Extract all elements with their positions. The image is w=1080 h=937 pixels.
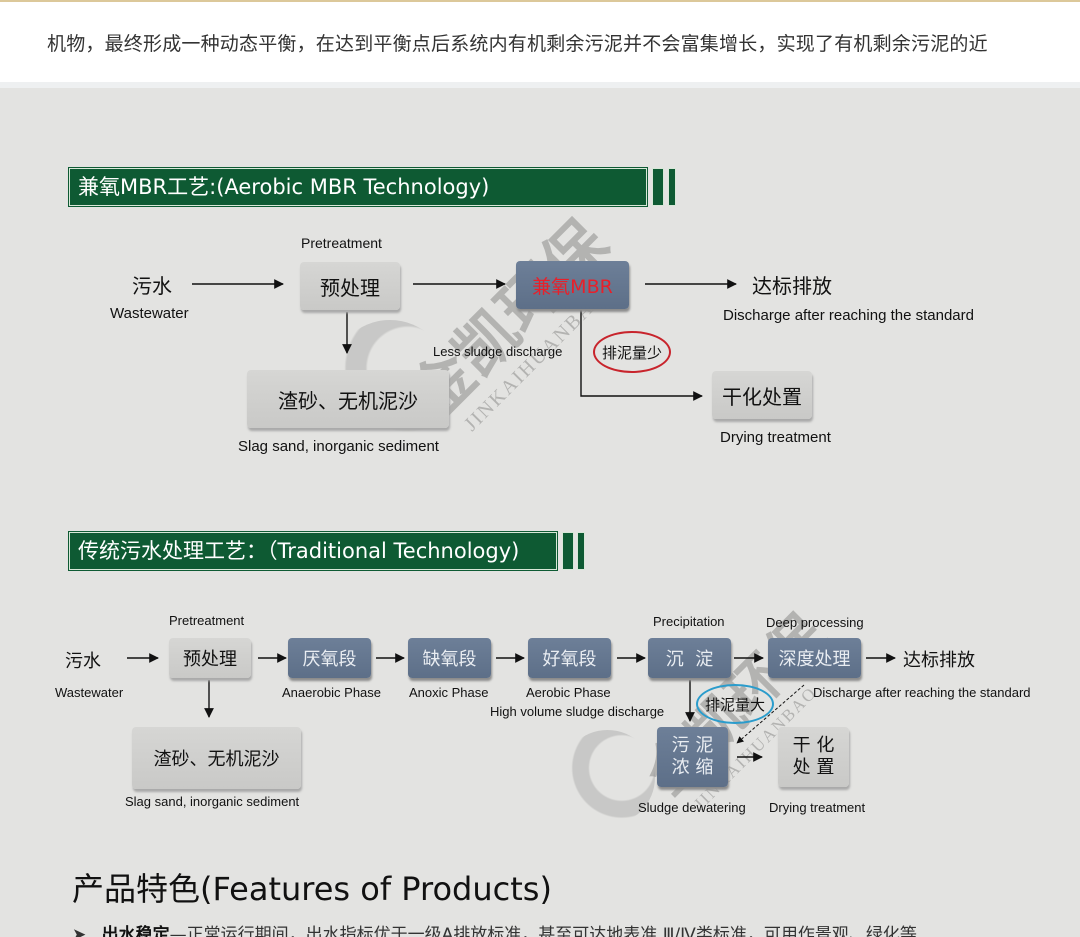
band-divider xyxy=(0,82,1080,88)
t-discharge-label: 达标排放 xyxy=(903,650,975,671)
mbr-drying-en: Drying treatment xyxy=(720,429,831,446)
t-dewatering-box: 污 泥 浓 缩 xyxy=(657,727,728,787)
t-discharge-en: Discharge after reaching the standard xyxy=(813,685,1031,700)
traditional-section-title: 传统污水处理工艺：（Traditional Technology) xyxy=(68,531,558,571)
mbr-discharge-en: Discharge after reaching the standard xyxy=(723,307,974,324)
t-drying-en: Drying treatment xyxy=(769,800,866,815)
t-aerobic-box: 好氧段 xyxy=(528,638,611,678)
feature-item-heading: 出水稳定 xyxy=(101,925,170,937)
intro-band: 机物，最终形成一种动态平衡，在达到平衡点后系统内有机剩余污泥并不会富集增长，实现… xyxy=(0,0,1080,82)
mbr-wastewater-en: Wastewater xyxy=(110,305,189,322)
intro-text: 机物，最终形成一种动态平衡，在达到平衡点后系统内有机剩余污泥并不会富集增长，实现… xyxy=(47,33,988,55)
t-sludge-note-en: High volume sludge discharge xyxy=(490,704,665,719)
t-aerobic-en: Aerobic Phase xyxy=(526,685,611,700)
t-slag-en: Slag sand, inorganic sediment xyxy=(125,794,300,809)
mbr-sludge-note-en: Less sludge discharge xyxy=(433,344,563,359)
t-dewatering-en: Sludge dewatering xyxy=(638,800,746,815)
t-anaerobic-box: 厌氧段 xyxy=(288,638,371,678)
t-dewatering-line1: 污 泥 xyxy=(671,735,714,756)
mbr-discharge-label: 达标排放 xyxy=(752,274,832,298)
t-deep-caption: Deep processing xyxy=(766,615,864,630)
t-anoxic-box: 缺氧段 xyxy=(408,638,491,678)
t-anaerobic-en: Anaerobic Phase xyxy=(282,685,382,700)
t-precipitation-box: 沉 淀 xyxy=(648,638,731,678)
t-pretreatment-box: 预处理 xyxy=(169,638,251,678)
mbr-slag-box: 渣砂、无机泥沙 xyxy=(247,370,449,428)
t-sludge-note-badge: 排泥量大 xyxy=(696,684,774,724)
features-title: 产品特色(Features of Products) xyxy=(72,870,552,908)
t-drying-line1: 干 化 xyxy=(792,735,835,756)
feature-item-text: —正常运行期间，出水指标优于一级A排放标准，甚至可达地表准 Ⅲ/Ⅳ类标准，可用作… xyxy=(169,925,917,937)
feature-item: ➤ 出水稳定—正常运行期间，出水指标优于一级A排放标准，甚至可达地表准 Ⅲ/Ⅳ类… xyxy=(72,920,917,937)
t-wastewater-en: Wastewater xyxy=(55,685,124,700)
title-stripe xyxy=(577,532,585,570)
mbr-reactor-box: 兼氧MBR xyxy=(516,261,629,309)
bullet-arrow-icon: ➤ xyxy=(72,925,87,937)
title-stripe xyxy=(652,168,664,206)
title-stripe xyxy=(562,532,574,570)
mbr-section-title: 兼氧MBR工艺:(Aerobic MBR Technology) xyxy=(68,167,648,207)
title-stripe xyxy=(668,168,676,206)
t-drying-box: 干 化 处 置 xyxy=(778,727,849,787)
t-precipitation-label: 沉 淀 xyxy=(665,649,714,670)
mbr-slag-en: Slag sand, inorganic sediment xyxy=(238,438,439,455)
t-wastewater-label: 污水 xyxy=(65,651,101,672)
t-anoxic-en: Anoxic Phase xyxy=(409,685,489,700)
mbr-pretreatment-caption: Pretreatment xyxy=(301,235,382,251)
t-slag-box: 渣砂、无机泥沙 xyxy=(132,727,301,789)
t-drying-line2: 处 置 xyxy=(792,757,835,778)
t-precipitation-caption: Precipitation xyxy=(653,614,725,629)
mbr-sludge-note-badge: 排泥量少 xyxy=(593,331,671,373)
mbr-wastewater-label: 污水 xyxy=(132,274,172,298)
mbr-pretreatment-box: 预处理 xyxy=(300,262,400,310)
mbr-drying-box: 干化处置 xyxy=(712,371,812,419)
t-pretreatment-caption: Pretreatment xyxy=(169,613,245,628)
t-deep-box: 深度处理 xyxy=(768,638,861,678)
t-dewatering-line2: 浓 缩 xyxy=(671,757,714,778)
